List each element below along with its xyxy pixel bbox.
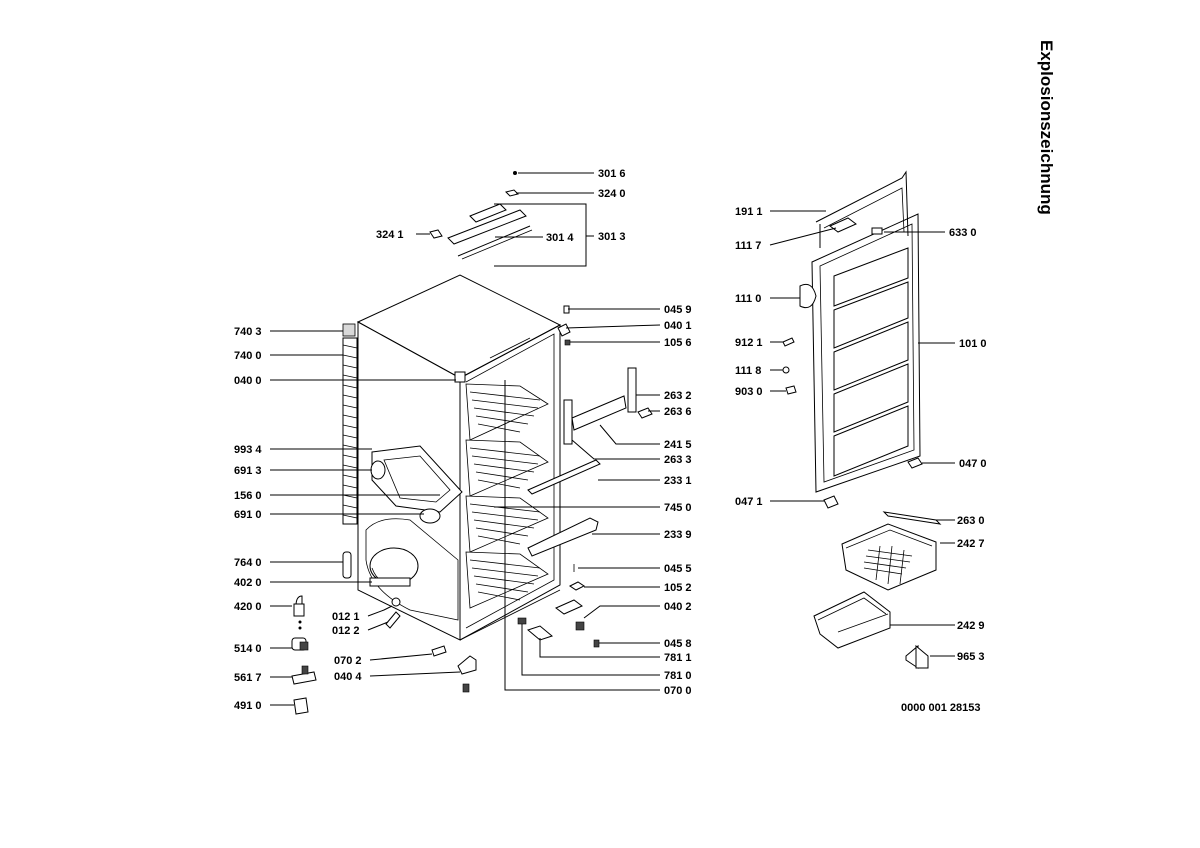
label-101-0: 101 0 [959, 338, 987, 350]
leader-lines [270, 172, 955, 706]
label-740-3: 740 3 [234, 326, 262, 338]
label-691-0: 691 0 [234, 509, 262, 521]
label-491-0: 491 0 [234, 700, 262, 712]
label-242-9: 242 9 [957, 620, 985, 632]
label-263-0: 263 0 [957, 515, 985, 527]
electrical-parts [291, 551, 477, 715]
label-903-0: 903 0 [735, 386, 763, 398]
label-301-4: 301 4 [546, 232, 574, 244]
door [782, 170, 923, 509]
label-781-0: 781 0 [664, 670, 692, 682]
label-070-2: 070 2 [334, 655, 362, 667]
label-263-3: 263 3 [664, 454, 692, 466]
part-labels: 301 6 324 0 324 1 301 4 301 3 045 9 040 … [234, 168, 987, 714]
shelves [465, 383, 549, 609]
label-191-1: 191 1 [735, 206, 763, 218]
label-691-3: 691 3 [234, 465, 262, 477]
label-045-5: 045 5 [664, 563, 692, 575]
label-402-0: 402 0 [234, 577, 262, 589]
label-047-1: 047 1 [735, 496, 763, 508]
label-263-2: 263 2 [664, 390, 692, 402]
label-561-7: 561 7 [234, 672, 262, 684]
label-045-9: 045 9 [664, 304, 692, 316]
label-242-7: 242 7 [957, 538, 985, 550]
label-740-0: 740 0 [234, 350, 262, 362]
label-420-0: 420 0 [234, 601, 262, 613]
label-012-1: 012 1 [332, 611, 360, 623]
label-105-2: 105 2 [664, 582, 692, 594]
label-301-3: 301 3 [598, 231, 626, 243]
label-233-9: 233 9 [664, 529, 692, 541]
top-cover [429, 171, 533, 260]
label-040-1: 040 1 [664, 320, 692, 332]
label-781-1: 781 1 [664, 652, 692, 664]
label-047-0: 047 0 [959, 458, 987, 470]
label-745-0: 745 0 [664, 502, 692, 514]
label-912-1: 912 1 [735, 337, 763, 349]
label-156-0: 156 0 [234, 490, 262, 502]
label-263-6: 263 6 [664, 406, 692, 418]
label-993-4: 993 4 [234, 444, 262, 456]
label-070-0: 070 0 [664, 685, 692, 697]
label-111-0: 111 0 [735, 293, 761, 305]
label-111-7: 111 7 [735, 240, 761, 252]
label-301-6: 301 6 [598, 168, 626, 180]
label-040-2: 040 2 [664, 601, 692, 613]
label-764-0: 764 0 [234, 557, 262, 569]
title-vertical: Explosionszeichnung [1030, 40, 1060, 260]
label-040-0: 040 0 [234, 375, 262, 387]
label-233-1: 233 1 [664, 475, 692, 487]
label-965-3: 965 3 [957, 651, 985, 663]
label-324-1: 324 1 [376, 229, 404, 241]
label-045-8: 045 8 [664, 638, 692, 650]
label-040-4: 040 4 [334, 671, 362, 683]
page-title: Explosionszeichnung [1037, 40, 1056, 215]
drawers [813, 511, 942, 669]
label-111-8: 111 8 [735, 365, 761, 377]
drawing-number: 0000 001 28153 [901, 702, 981, 714]
label-105-6: 105 6 [664, 337, 692, 349]
label-241-5: 241 5 [664, 439, 692, 451]
label-514-0: 514 0 [234, 643, 262, 655]
label-633-0: 633 0 [949, 227, 977, 239]
label-324-0: 324 0 [598, 188, 626, 200]
label-012-2: 012 2 [332, 625, 360, 637]
condenser-coil [342, 323, 358, 525]
door-rails [454, 305, 653, 648]
compressor [365, 518, 459, 621]
